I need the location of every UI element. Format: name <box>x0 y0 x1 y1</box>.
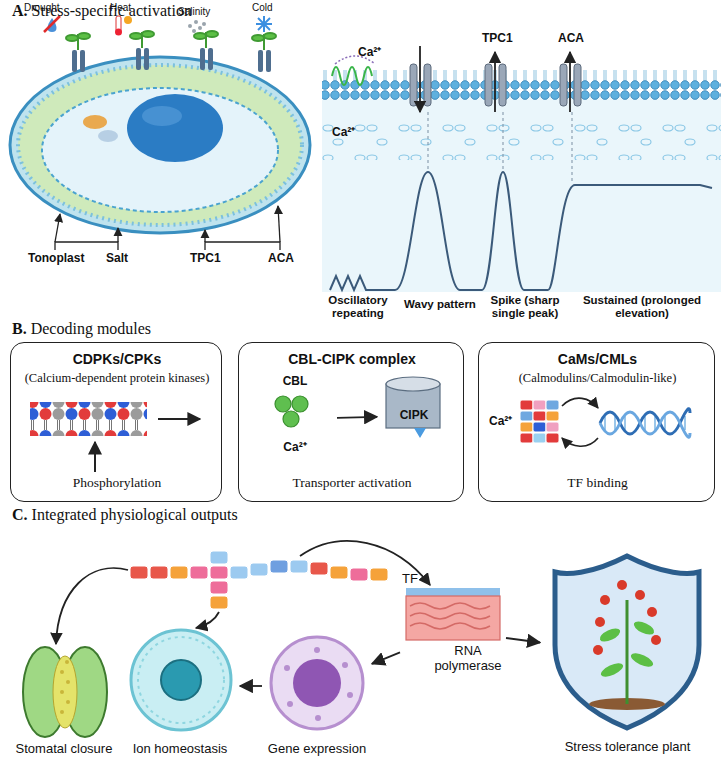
output-label: Ion homeostasis <box>120 742 240 757</box>
connector-arrow <box>240 685 262 687</box>
module-caption: TF binding <box>483 475 712 491</box>
tolerant-plant-shield: Stress tolerance plant <box>540 548 715 760</box>
module-title: CaMs/CMLs <box>483 351 712 367</box>
cbl-protein: CBL Ca²⁺ <box>253 373 337 465</box>
panel-heading: A. Stress-specific activation <box>12 2 332 20</box>
output-label: Stomatal closure <box>8 742 120 757</box>
connector-arrow <box>506 638 540 643</box>
ion-cell-output: Ion homeostasis <box>120 612 240 760</box>
stress-name: Heat <box>110 2 150 14</box>
gene-cell-output: Gene expression <box>262 612 372 760</box>
tf-label: TF <box>402 572 442 587</box>
ion-label: Ca²⁺ <box>358 46 398 60</box>
ion-label: Ca²⁺ <box>332 126 372 140</box>
cipk-kinase: CIPK <box>377 375 451 457</box>
stress-name: Drought <box>24 2 74 14</box>
stomata-output: Stomatal closure <box>8 640 120 760</box>
stress-name: Cold <box>252 2 292 14</box>
channel-label: ACA <box>558 32 598 46</box>
panel-heading: C. Integrated physiological outputs <box>12 506 352 524</box>
module-caption: Phosphorylation <box>15 475 219 491</box>
output-label: Stress tolerance plant <box>540 740 715 755</box>
module-box: CaMs/CMLs (Calmodulins/Calmodulin-like) Ca… <box>478 342 715 502</box>
signature-label: Oscillatory repeating <box>322 294 394 320</box>
output-label: Gene expression <box>262 742 372 757</box>
part-label: Salt <box>106 252 146 266</box>
signature-label: Sustained (prolonged elevation) <box>572 294 712 320</box>
channel-label: TPC1 <box>482 32 522 46</box>
connector-arrow <box>372 652 400 663</box>
panel-heading: B. Decoding modules <box>12 320 312 338</box>
part-label: TPC1 <box>190 252 230 266</box>
ion-label: Ca²⁺ <box>489 415 529 429</box>
module-title: CBL-CIPK complex <box>243 351 461 367</box>
part-label: ACA <box>268 252 308 266</box>
module-title: CDPKs/CPKs <box>15 351 219 367</box>
protein-name: CIPK <box>377 409 451 423</box>
polymerase-label: RNA polymerase <box>430 644 506 674</box>
module-box: CDPKs/CPKs (Calcium-dependent protein kin… <box>10 342 222 502</box>
tf-polymerase: TF RNA polymerase <box>400 572 506 690</box>
stress-name: Salinity <box>178 6 228 18</box>
module-subtitle: (Calcium-dependent protein kinases) <box>19 371 215 385</box>
part-label: Tonoplast <box>28 252 98 266</box>
module-caption: Transporter activation <box>243 475 461 491</box>
connector-arrow <box>337 417 377 418</box>
module-subtitle: (Calmodulins/Calmodulin-like) <box>487 371 708 385</box>
signature-label: Spike (sharp single peak) <box>482 294 568 320</box>
module-box: CBL-CIPK complexTransporter activation CB… <box>238 342 464 502</box>
ion-label: Ca²⁺ <box>253 441 337 455</box>
protein-name: CBL <box>253 375 337 389</box>
signature-label: Wavy pattern <box>400 298 480 311</box>
